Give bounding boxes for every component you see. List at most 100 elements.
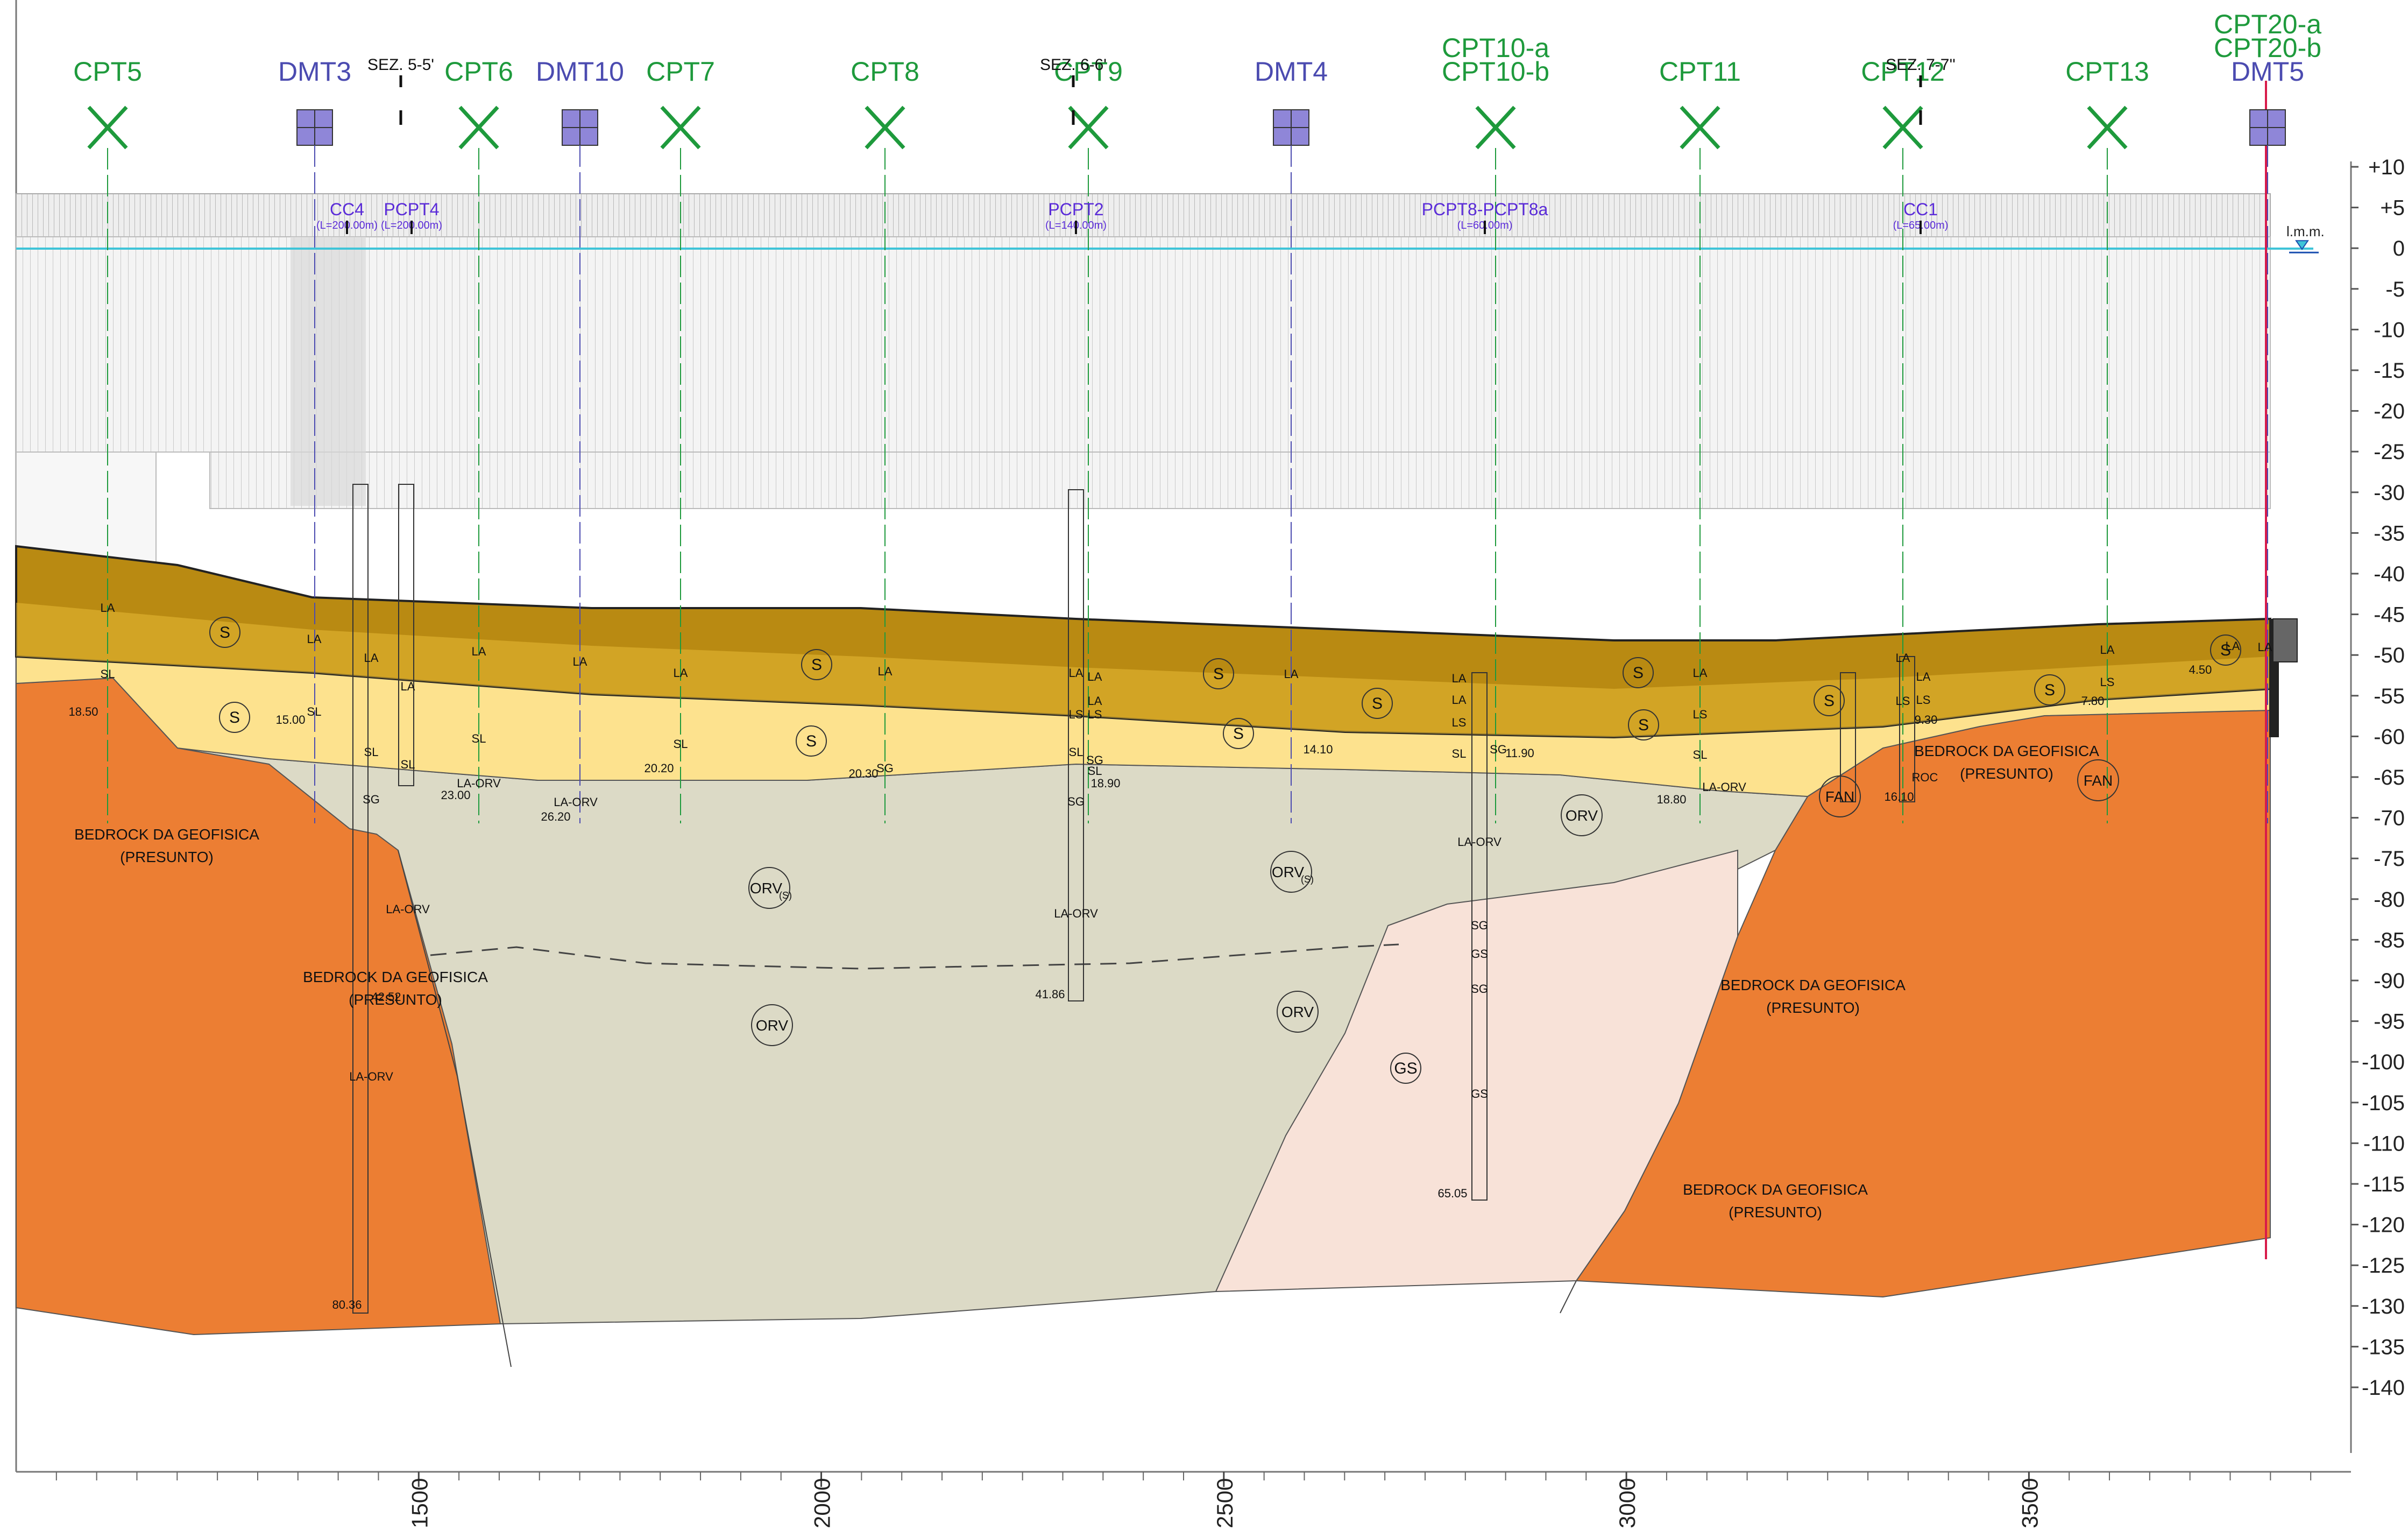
depth-label: 7.80 [2081, 694, 2105, 708]
unit-symbol-circle [801, 649, 832, 680]
layer-code-label: LA [401, 680, 415, 693]
y-tick-label: -105 [2362, 1091, 2405, 1115]
layer-code-label: SG [1067, 795, 1085, 808]
unit-symbol-circle [2077, 759, 2119, 801]
layer-code-label: SL [307, 705, 322, 718]
depth-label: 26.20 [541, 810, 570, 823]
unit-symbol-label: GS [1394, 1060, 1417, 1077]
cpt-label: CPT13 [2065, 57, 2149, 87]
y-tick-label: -65 [2374, 766, 2405, 789]
dmt-label: DMT3 [278, 57, 351, 87]
layer-code-label: LA [101, 601, 115, 615]
cpt-label: CPT9 [1054, 57, 1123, 87]
depth-label: 80.36 [332, 1298, 362, 1311]
borehole-log-column [1471, 672, 1488, 1201]
cpt-marker-icon [660, 105, 701, 150]
layer-code-label: LS [1916, 693, 1931, 707]
cpt-label: CPT7 [646, 57, 715, 87]
y-tick-label: 0 [2393, 237, 2405, 260]
layer-code-label: SG [1471, 919, 1488, 932]
depth-label: 18.50 [68, 705, 98, 718]
cpt-marker-icon [1068, 105, 1109, 150]
unit-symbol-circle [751, 1004, 793, 1046]
layer-code-label: LS [1088, 708, 1102, 721]
unit-symbol-label: S [219, 624, 230, 641]
unit-symbol-label: S [806, 732, 817, 750]
layer-code-label: LA-ORV [457, 777, 501, 790]
unit-symbol-circle [1628, 709, 1659, 740]
y-tick-label: -35 [2374, 521, 2405, 545]
depth-label: 16.10 [1884, 790, 1914, 803]
x-tick-label: 3000 [1614, 1478, 1640, 1528]
y-tick-label: -20 [2374, 400, 2405, 424]
unit-symbol-subscript: (S) [779, 890, 792, 901]
layer-code-label: LA [878, 665, 893, 678]
sand-band-lower [16, 603, 2270, 737]
orv-internal-boundary [430, 943, 1399, 970]
cpt-label: CPT6 [444, 57, 513, 87]
layer-code-label: LA [1088, 694, 1102, 708]
unit-symbol-label: S [2044, 681, 2055, 699]
cpt-marker-icon [458, 105, 499, 150]
borehole-log-column [352, 484, 369, 1314]
gs-layer [1215, 849, 1738, 1293]
layer-code-label: LA [472, 645, 486, 658]
depth-label: 23.00 [441, 788, 470, 802]
y-tick-label: -140 [2362, 1376, 2405, 1400]
unit-symbol-circle [1277, 991, 1319, 1033]
layer-code-label: LA [1452, 693, 1467, 707]
unit-symbol-circle [2210, 634, 2241, 666]
layer-code-label: LA [1069, 666, 1083, 680]
unit-symbol-circle [1814, 685, 1845, 716]
unit-symbol-circle [748, 867, 790, 909]
unit-symbol-circle [1561, 794, 1603, 836]
layer-code-label: LA [1916, 670, 1931, 683]
layer-code-label: LA [1693, 666, 1708, 680]
y-tick-label: -130 [2362, 1295, 2405, 1318]
depth-label: 20.20 [644, 761, 674, 775]
unit-symbol-label: ORV [750, 880, 782, 897]
cpt-label: CPT8 [851, 57, 919, 87]
y-tick-label: -30 [2374, 481, 2405, 505]
unit-symbol-label: S [1372, 695, 1383, 712]
probe-name: CC1 [1903, 200, 1938, 219]
unit-symbol-circle [1623, 657, 1654, 688]
probe-name: PCPT8-PCPT8a [1422, 200, 1548, 219]
y-tick-label: -75 [2374, 847, 2405, 871]
cpt-label: CPT10-b [1442, 57, 1549, 87]
layer-code-label: GS [1471, 947, 1488, 961]
unit-symbol-label: ORV [756, 1017, 788, 1034]
unit-symbol-label: S [1213, 665, 1224, 683]
y-tick-label: -10 [2374, 318, 2405, 342]
layer-code-label: LA-ORV [1054, 907, 1098, 920]
layer-code-label: SG [1490, 743, 1507, 756]
unit-symbol-circle [1270, 851, 1312, 893]
bedrock-label: (PRESUNTO) [349, 991, 442, 1008]
unit-symbol-subscript: (S) [1301, 874, 1314, 885]
probe-name: PCPT4 [384, 200, 439, 219]
unit-symbol-circle [796, 725, 827, 757]
unit-symbol-circle [1223, 718, 1254, 749]
y-tick-label: -120 [2362, 1214, 2405, 1237]
dmt-label: CPT20-b [2214, 33, 2321, 63]
quay-structure-head [2272, 618, 2298, 662]
layer-code-label: ROC [1912, 771, 1938, 784]
bedrock-label: (PRESUNTO) [1960, 765, 2053, 782]
unit-symbol-label: ORV [1281, 1004, 1314, 1020]
depth-label: 18.80 [1656, 793, 1686, 806]
depth-label: 11.90 [1505, 746, 1534, 760]
cpt-label: CPT11 [1659, 57, 1741, 87]
y-tick-label: -40 [2374, 562, 2405, 586]
layer-code-label: LA-ORV [1457, 835, 1502, 849]
depth-label: 41.86 [1035, 987, 1065, 1001]
y-tick-label: -90 [2374, 969, 2405, 993]
x-tick-label: 2000 [810, 1478, 835, 1528]
y-tick-label: -95 [2374, 1010, 2405, 1034]
depth-label: 65.05 [1437, 1187, 1467, 1200]
layer-code-label: LA [674, 666, 688, 680]
x-tick-label: 2500 [1212, 1478, 1237, 1528]
layer-code-label: LS [1896, 694, 1910, 708]
section-label: SEZ. 5-5' [367, 56, 434, 74]
unit-symbol-label: S [1633, 664, 1644, 682]
bedrock-label: BEDROCK DA GEOFISICA [303, 969, 488, 985]
